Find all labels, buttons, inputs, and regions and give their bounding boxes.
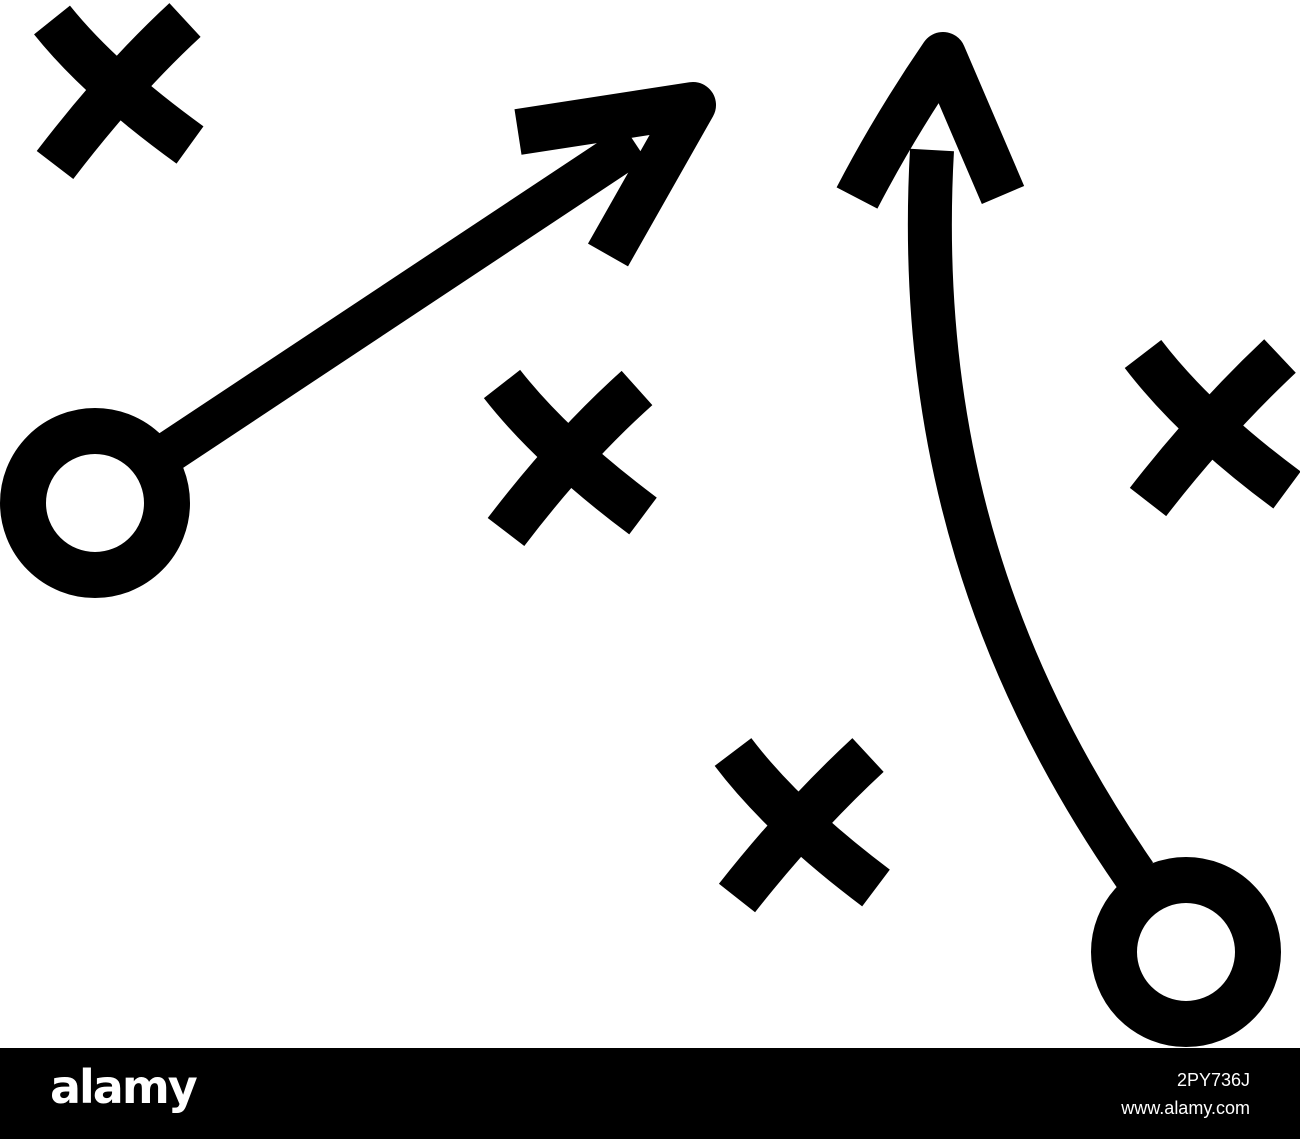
site-url-label: www.alamy.com bbox=[1121, 1098, 1250, 1118]
watermark-footer: alamy 2PY736J www.alamy.com bbox=[0, 1048, 1300, 1139]
alamy-logo: alamy bbox=[50, 1060, 198, 1114]
o-mark-bottom-right bbox=[1091, 857, 1281, 1047]
play-diagram-svg bbox=[0, 3, 1300, 1047]
play-diagram-canvas bbox=[0, 3, 1300, 1047]
o-mark-left bbox=[0, 408, 190, 598]
curved-route-line bbox=[907, 148, 1154, 888]
straight-route-arrowhead-icon bbox=[514, 82, 716, 267]
straight-route-line bbox=[148, 125, 647, 476]
image-id-label: 2PY736J bbox=[1176, 1070, 1250, 1090]
x-mark-top-left bbox=[34, 3, 204, 179]
x-mark-bottom bbox=[714, 738, 890, 913]
footer-meta: 2PY736J www.alamy.com bbox=[1121, 1066, 1250, 1122]
x-mark-center bbox=[483, 369, 657, 546]
x-mark-right bbox=[1124, 339, 1300, 517]
curved-route-arrowhead-icon bbox=[836, 32, 1025, 209]
